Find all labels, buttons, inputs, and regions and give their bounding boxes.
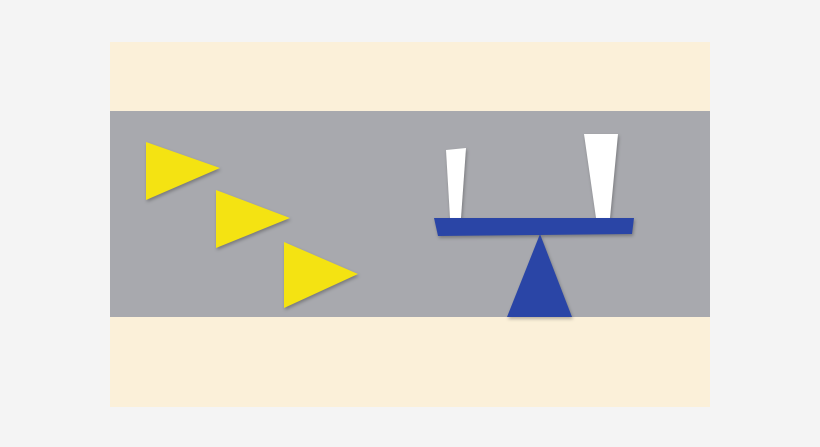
balance-scale-icon: [434, 134, 634, 317]
yellow-triangle-1: [146, 142, 220, 200]
yellow-triangle-2: [216, 190, 290, 248]
left-white-cup: [446, 148, 466, 218]
yellow-triangle-3: [284, 242, 358, 308]
illustration-scene: [146, 134, 634, 317]
bottom-cream-band: [110, 317, 710, 407]
top-cream-band: [110, 42, 710, 111]
yellow-triangles-icon: [146, 142, 358, 308]
illustration-frame: [110, 42, 710, 407]
right-white-cup: [584, 134, 618, 218]
balance-fulcrum: [507, 234, 572, 317]
balance-beam: [434, 218, 634, 236]
